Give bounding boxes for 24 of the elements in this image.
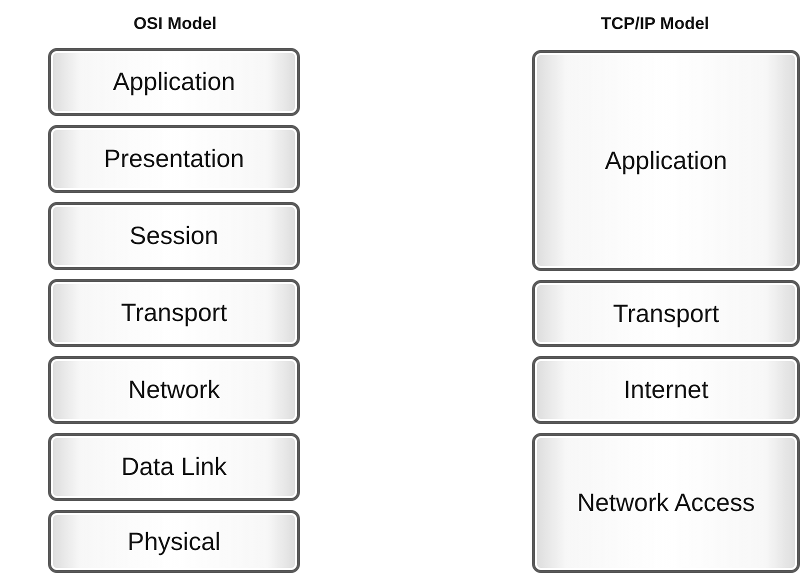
layer-box xyxy=(48,510,300,573)
layer-name: Session xyxy=(128,221,220,251)
layer-box xyxy=(48,279,300,347)
layer-box xyxy=(48,433,300,501)
layer-box xyxy=(48,356,300,424)
layer-box xyxy=(532,356,800,424)
layer-name: Physical xyxy=(126,526,222,556)
layer-name: Transport xyxy=(612,298,720,328)
layer-box xyxy=(48,125,300,193)
layer-box xyxy=(532,280,800,347)
layer-name: Internet xyxy=(622,375,710,405)
layer-name: Transport xyxy=(120,298,228,328)
layer-name: Data Link xyxy=(120,452,228,482)
layer-name: Application xyxy=(604,146,728,176)
layer-name: Presentation xyxy=(102,144,246,174)
layer-name: Application xyxy=(112,67,236,97)
layer-box xyxy=(532,50,800,271)
layer-name: Network Access xyxy=(576,488,756,518)
column-title: TCP/IP Model xyxy=(600,14,710,34)
layer-name: Network xyxy=(127,375,221,405)
layer-box xyxy=(48,202,300,270)
column-title: OSI Model xyxy=(133,14,217,34)
layer-box xyxy=(48,48,300,116)
layer-box xyxy=(532,433,800,573)
